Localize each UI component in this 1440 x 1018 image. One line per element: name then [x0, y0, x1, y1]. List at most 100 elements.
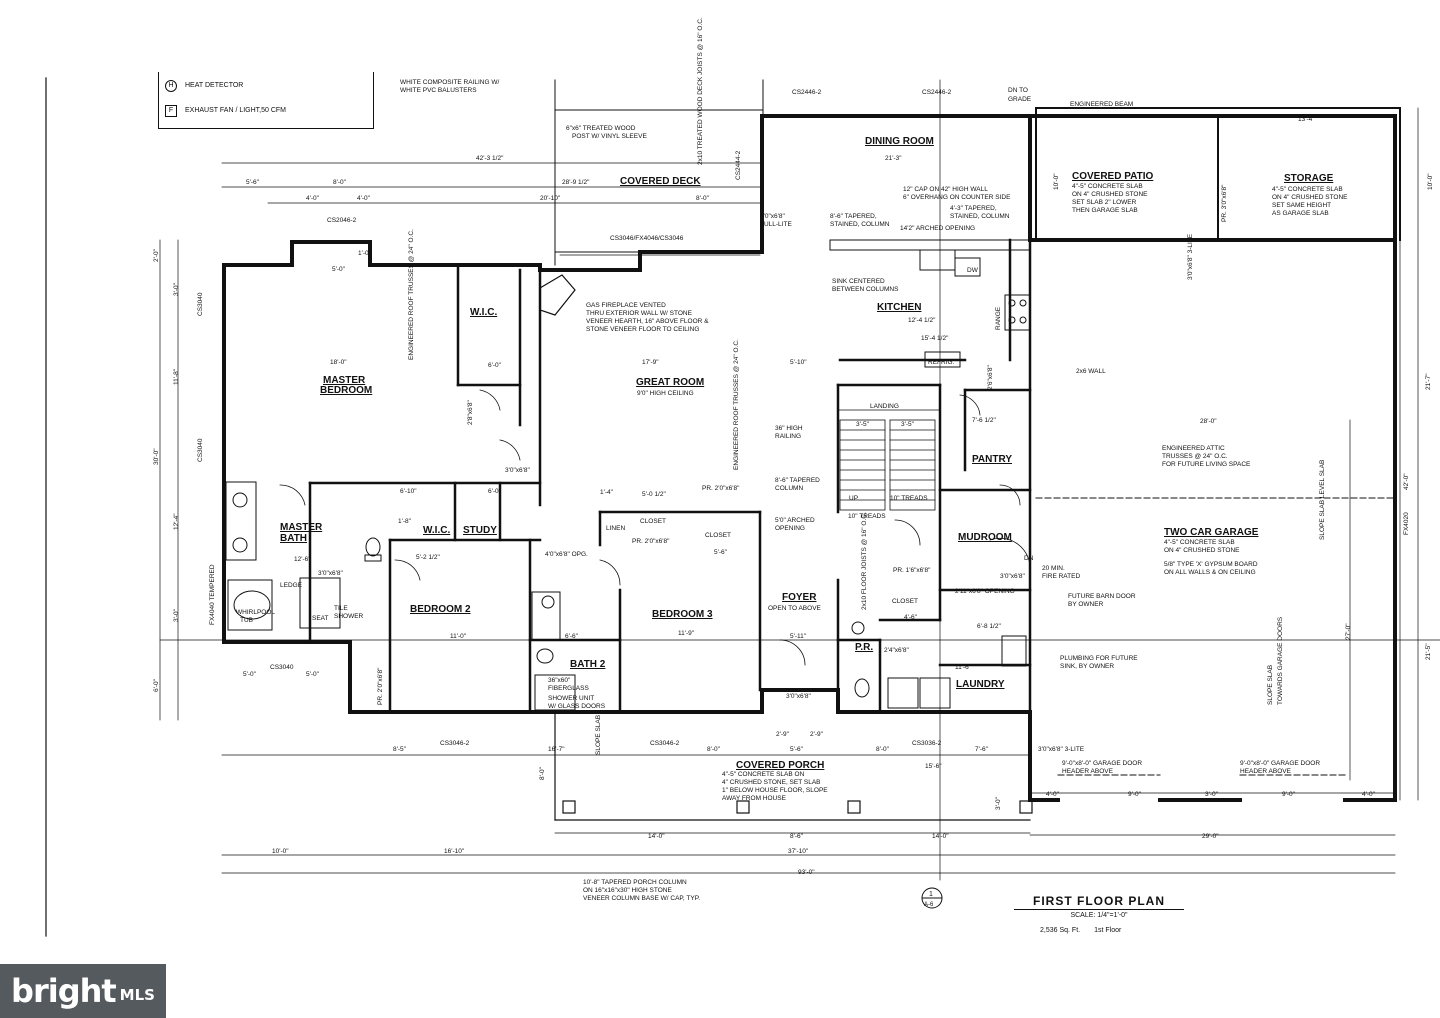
door-callout: 3'0"x6'8" — [760, 213, 785, 220]
note-storage: 4"-5" CONCRETE SLAB — [1272, 186, 1343, 193]
note-full-lite: FULL-LITE — [760, 221, 792, 228]
dimension: 9'-0" — [1128, 791, 1142, 798]
dimension: 5'-0" — [243, 671, 257, 678]
note-slope-slab: SLOPE SLAB — [595, 715, 602, 755]
note-garage-door: 9'-0"x8'-0" GARAGE DOOR — [1240, 760, 1320, 767]
dimension: 1'-4" — [600, 489, 614, 496]
note-porch-column: ON 16"x16"x30" HIGH STONE — [583, 887, 672, 894]
room-powder: P.R. — [855, 642, 873, 653]
dimension: 20'-10" — [540, 195, 561, 202]
note-attic: ENGINEERED ATTIC — [1162, 445, 1225, 452]
note-arched: 14'2" ARCHED OPENING — [900, 225, 975, 232]
dimension: 29'-0" — [1202, 833, 1219, 840]
note-tapered: STAINED, COLUMN — [950, 213, 1010, 220]
dimension: 21'-7" — [1425, 373, 1432, 390]
dimension: 10'-0" — [1053, 173, 1060, 190]
dimension: 6'-0" — [153, 678, 160, 692]
dimension: 10'-0" — [1427, 173, 1434, 190]
dimension: 3'-0" — [995, 796, 1002, 810]
dimension: 11'-8" — [173, 368, 180, 385]
dimension: 16'-7" — [548, 746, 565, 753]
note-storage: ON 4" CRUSHED STONE — [1272, 194, 1348, 201]
note-eng-roof: ENGINEERED ROOF TRUSSES @ 24" O.C. — [733, 339, 740, 470]
dimension: 3'-0" — [1205, 791, 1219, 798]
note-balusters: WHITE PVC BALUSTERS — [400, 87, 477, 94]
dimension: 13'-4" — [1298, 116, 1315, 123]
exhaust-fan-icon: F — [165, 105, 177, 117]
note-slope-towards: SLOPE SLAB — [1267, 665, 1274, 705]
window-callout: FX4040 TEMPERED — [209, 564, 216, 625]
dimension: 5'-0" — [306, 671, 320, 678]
note-patio: 4"-5" CONCRETE SLAB — [1072, 183, 1143, 190]
note-porch: 4" CRUSHED STONE, SET SLAB — [722, 779, 821, 786]
dimension: 2'-0" — [153, 248, 160, 262]
dimension: 93'-0" — [798, 869, 815, 876]
dimension: 4'-0" — [1046, 791, 1060, 798]
dimension: 4'-0" — [1362, 791, 1376, 798]
room-study: STUDY — [463, 525, 497, 536]
note-barn: BY OWNER — [1068, 601, 1104, 608]
note-gypsum: ON ALL WALLS & ON CEILING — [1164, 569, 1256, 576]
title-block: FIRST FLOOR PLAN SCALE: 1/4"=1'-0" 2,536… — [1014, 894, 1184, 934]
closet-label: CLOSET — [640, 518, 666, 525]
dimension: 21'-3" — [885, 155, 902, 162]
dimension: 3'-5" — [901, 421, 915, 428]
door-callout: 3'0"x6'8" 3-LITE — [1038, 746, 1085, 753]
note-refrig: REFRIG. — [928, 359, 955, 366]
note-slope-towards: TOWARDS GARAGE DOORS — [1277, 616, 1284, 705]
plan-area: 2,536 Sq. Ft. 1st Floor — [1014, 927, 1184, 934]
heat-detector-icon: H — [165, 80, 177, 92]
note-storage: AS GARAGE SLAB — [1272, 210, 1329, 217]
door-callout: PR. 2'0"x6'8" — [632, 538, 670, 545]
note-treads: 10" TREADS — [890, 495, 928, 502]
legend-text: EXHAUST FAN / LIGHT,50 CFM — [185, 107, 287, 114]
note-up: UP — [849, 495, 858, 502]
note-joists: 2x10 TREATED WOOD DECK JOISTS @ 16" O.C. — [697, 17, 704, 165]
room-covered-patio: COVERED PATIO — [1072, 171, 1154, 182]
note-shower: 36"x60" — [548, 677, 571, 684]
dimension: 7'-6 1/2" — [972, 417, 996, 424]
watermark-suffix: MLS — [119, 986, 155, 1004]
dimension: 3'-0" — [173, 282, 180, 296]
note-patio: ON 4" CRUSHED STONE — [1072, 191, 1148, 198]
dimension: 1'-8" — [398, 518, 412, 525]
dimension: 14'-0" — [648, 833, 665, 840]
dimension: 7'-6" — [975, 746, 989, 753]
bright-mls-watermark: bright MLS — [0, 964, 166, 1018]
note-porch: 4"-5" CONCRETE SLAB ON — [722, 771, 805, 778]
note-shower: SHOWER UNIT — [548, 695, 594, 702]
room-wic-top: W.I.C. — [470, 307, 497, 318]
dimension: 28'-0" — [1200, 418, 1217, 425]
note-plumbing: SINK, BY OWNER — [1060, 663, 1114, 670]
note-railing: WHITE COMPOSITE RAILING W/ — [400, 79, 500, 86]
note-attic: FOR FUTURE LIVING SPACE — [1162, 461, 1251, 468]
room-pantry: PANTRY — [972, 454, 1012, 465]
window-callout: FX4020 — [1403, 512, 1410, 535]
dimension: 11'-9" — [678, 630, 695, 637]
room-two-car-garage: TWO CAR GARAGE — [1164, 527, 1259, 538]
note-tapered: STAINED, COLUMN — [830, 221, 890, 228]
note-porch: AWAY FROM HOUSE — [722, 795, 787, 802]
floor-label: 1st Floor — [1094, 927, 1122, 934]
dimension: 5'-10" — [790, 359, 807, 366]
note-fire-rated: 20 MIN. — [1042, 565, 1065, 572]
dimension: 11'-0" — [450, 633, 467, 640]
section-marker-sheet: A-6 — [924, 902, 934, 908]
dimension: 12'-6" — [294, 556, 311, 563]
note-attic: TRUSSES @ 24" O.C. — [1162, 453, 1228, 460]
dimension: 27'-0" — [1345, 623, 1352, 640]
note-eng-roof: ENGINEERED ROOF TRUSSES @ 24" O.C. — [408, 229, 415, 360]
note-fireplace: GAS FIREPLACE VENTED — [586, 302, 666, 309]
note-tapered: 8'-6" TAPERED, — [830, 213, 877, 220]
door-callout: PR. 2'0"x6'8" — [377, 667, 384, 705]
dimension: 5'-0 1/2" — [642, 491, 666, 498]
dimension: 5'-0" — [332, 266, 346, 273]
note-dn-grade-2: GRADE — [1008, 96, 1032, 103]
door-callout: 3'0"x6'8" — [505, 467, 530, 474]
watermark-brand: bright — [11, 972, 117, 1010]
area-value: 2,536 Sq. Ft. — [1040, 927, 1081, 934]
dimension: 8'-0" — [696, 195, 710, 202]
room-laundry: LAUNDRY — [956, 679, 1005, 690]
dimension: 2'-9" — [810, 731, 824, 738]
note-eng-beam: ENGINEERED BEAM — [1070, 101, 1133, 108]
